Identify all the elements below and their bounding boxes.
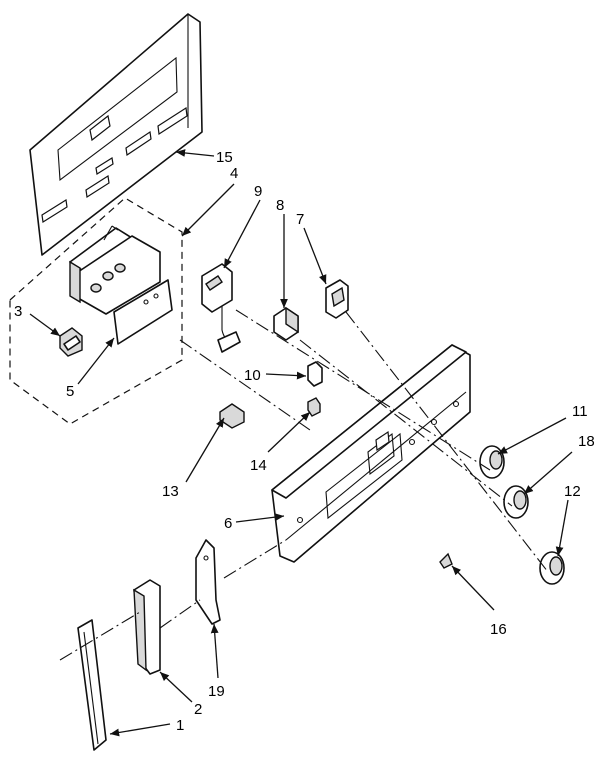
callout-11: 11 — [572, 403, 588, 420]
part-4-assembly-boundary — [9, 197, 183, 425]
part-15-clip — [307, 397, 321, 417]
part-8-switch — [273, 306, 299, 341]
callout-16: 16 — [490, 621, 507, 638]
callout-4: 4 — [230, 165, 238, 182]
callout-19: 19 — [208, 683, 225, 700]
callout-labels: 15 4 9 8 7 3 5 10 14 13 6 11 18 12 16 19… — [14, 149, 595, 734]
part-9-switch — [201, 263, 241, 353]
part-12-knob — [539, 551, 565, 585]
callout-7: 7 — [296, 211, 304, 228]
callout-15: 14 — [250, 457, 267, 474]
callout-18: 18 — [578, 433, 595, 450]
part-18-knob — [503, 485, 529, 519]
part-11-knob — [479, 445, 505, 479]
alignment-lines — [59, 309, 549, 661]
part-7-bracket — [325, 279, 349, 319]
part-6-control-panel — [271, 344, 471, 563]
callout-8: 8 — [276, 197, 284, 214]
callout-3: 3 — [14, 303, 22, 320]
part-1-side-trim — [77, 619, 107, 751]
callout-6: 6 — [224, 515, 232, 532]
callout-1: 1 — [176, 717, 184, 734]
callout-14: 15 — [216, 149, 233, 166]
part-10-clip — [307, 361, 323, 387]
callout-2: 2 — [194, 701, 202, 718]
callout-12: 12 — [564, 483, 581, 500]
part-5-faceplate — [113, 279, 173, 345]
part-19-bracket — [195, 539, 221, 625]
part-13-clip — [219, 403, 245, 429]
part-2-end-cap — [133, 579, 161, 675]
part-14-back-panel — [29, 13, 203, 256]
callout-10: 10 — [244, 367, 261, 384]
callout-5: 5 — [66, 383, 74, 400]
part-3-clip — [59, 327, 83, 357]
part-16-pointer — [439, 552, 453, 569]
part-4-switch-assembly — [69, 225, 161, 315]
callout-9: 9 — [254, 183, 262, 200]
leader-lines — [29, 149, 573, 737]
callout-13: 13 — [162, 483, 179, 500]
